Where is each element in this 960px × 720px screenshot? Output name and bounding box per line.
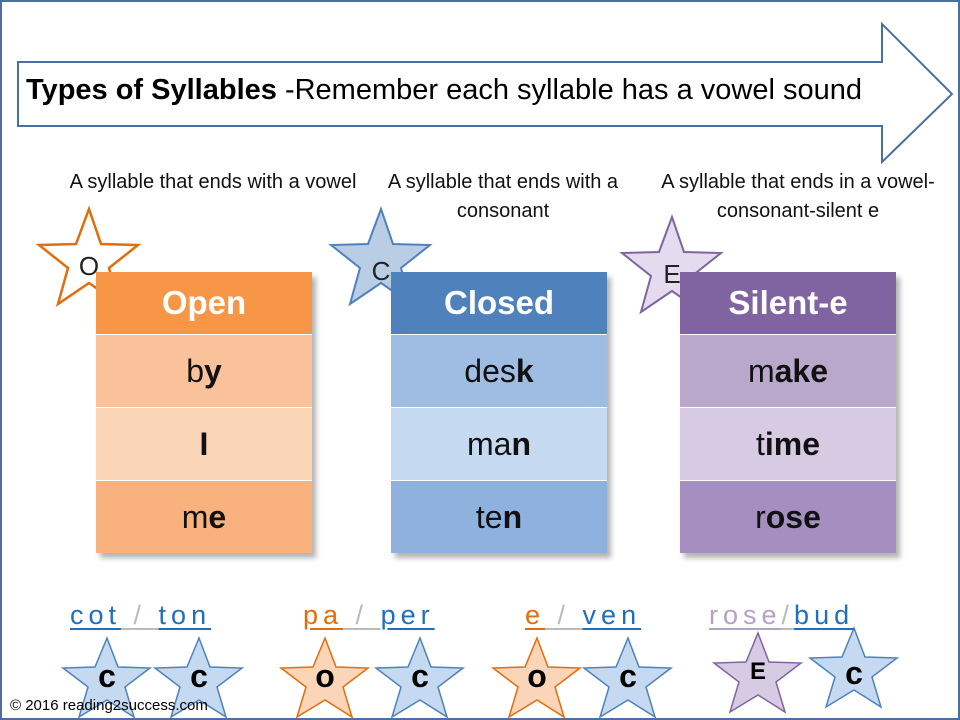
title-rest: -Remember each syllable has a vowel soun… xyxy=(276,74,863,106)
title-arrow xyxy=(17,21,954,165)
bottom-star-5 xyxy=(490,635,583,719)
silent-e-header: Silent-e xyxy=(680,272,896,334)
closed-description: A syllable that ends with a consonant xyxy=(387,171,619,222)
divided-word-rosebud: rose/bud xyxy=(709,600,855,630)
word-part-1: rose xyxy=(709,600,782,630)
star-label-8: c xyxy=(845,655,863,691)
divided-word-even: e / ven xyxy=(525,600,642,630)
divided-word-paper: pa / per xyxy=(303,600,435,630)
bottom-star-8 xyxy=(807,625,900,709)
closed-header: Closed xyxy=(391,272,607,334)
word-part-2: ven xyxy=(582,600,642,630)
silent-e-star-letter: E xyxy=(663,259,681,289)
bottom-star-3 xyxy=(278,635,371,719)
star-label-4: c xyxy=(411,658,429,694)
bottom-star-4 xyxy=(373,635,466,719)
open-word-2: I xyxy=(96,407,312,480)
bottom-star-2 xyxy=(152,635,245,719)
star-label-5: o xyxy=(527,658,547,694)
word-part-1: pa xyxy=(303,600,344,630)
bottom-star-1 xyxy=(60,635,153,719)
word-part-2: ton xyxy=(158,600,212,630)
star-label-2: c xyxy=(190,658,208,694)
divided-word-cotton: cot / ton xyxy=(70,600,212,630)
title-bold: Types of Syllables xyxy=(26,74,277,106)
slide-title: Types of Syllables -Remember each syllab… xyxy=(26,74,862,107)
open-star-letter: O xyxy=(78,251,100,281)
word-part-2: bud xyxy=(794,600,855,630)
bottom-star-7 xyxy=(711,630,804,714)
silent-e-description: A syllable that ends in a vowel-consonan… xyxy=(661,171,935,222)
star-label-6: c xyxy=(619,658,637,694)
copyright-text: © 2016 reading2success.com xyxy=(10,697,208,714)
silent-e-star xyxy=(619,214,724,315)
star-label-1: c xyxy=(98,658,116,694)
open-star xyxy=(35,205,142,308)
bottom-stars xyxy=(60,625,900,719)
open-header: Open xyxy=(96,272,312,334)
closed-star-letter: C xyxy=(371,256,391,286)
star-label-7: E xyxy=(749,658,766,685)
word-part-1: cot xyxy=(70,600,122,630)
open-description: A syllable that ends with a vowel xyxy=(69,171,357,193)
bottom-star-6 xyxy=(581,635,674,719)
word-part-1: e xyxy=(525,600,546,630)
star-label-3: o xyxy=(315,658,335,694)
closed-star xyxy=(328,206,433,307)
word-part-2: per xyxy=(380,600,435,630)
